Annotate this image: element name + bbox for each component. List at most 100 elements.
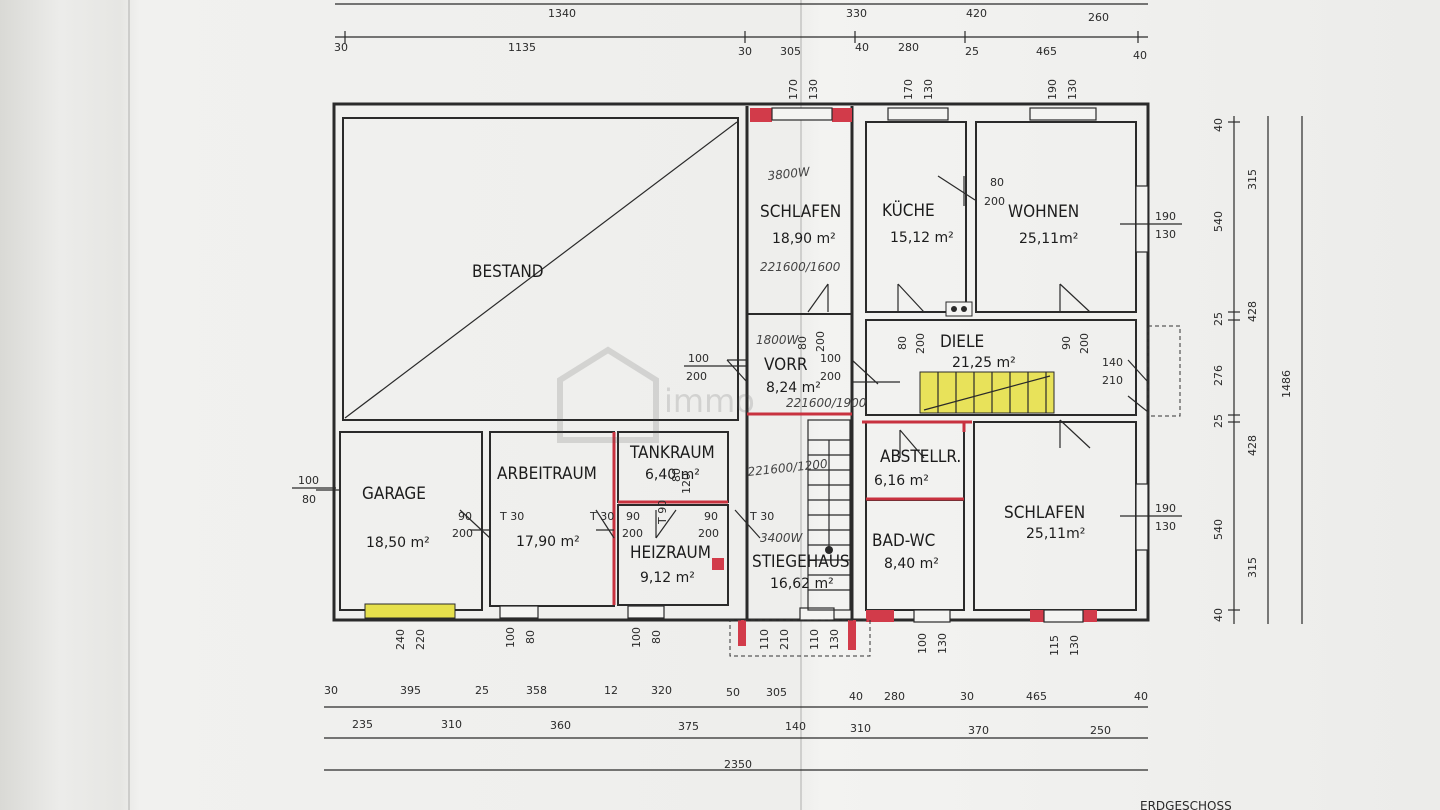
room-label-abstellr: ABSTELLR.: [880, 447, 961, 467]
dim-text: 420: [966, 7, 987, 20]
dim-text: 428: [1246, 301, 1259, 322]
dim-text: 40: [1134, 690, 1148, 703]
window-label: 100: [504, 627, 517, 648]
window-label: 190: [1046, 79, 1059, 100]
room-label-diele: DIELE: [940, 332, 984, 352]
door-swings: [316, 175, 1149, 539]
dim-text: 375: [678, 720, 699, 733]
room-area-garage: 18,50 m²: [366, 535, 430, 551]
dim-text: 540: [1212, 211, 1225, 232]
door-label: 200: [820, 370, 841, 383]
dim-text: 1340: [548, 7, 576, 20]
door-label: 100: [688, 352, 709, 365]
window-label: 130: [807, 79, 820, 100]
chimney-marks: [945, 301, 973, 317]
dim-text: 25: [475, 684, 489, 697]
window-label: 130: [1066, 79, 1079, 100]
door-label: 90: [704, 510, 718, 523]
door-label: 200: [914, 333, 927, 354]
dim-text: 260: [1088, 11, 1109, 24]
dim-text: 310: [441, 718, 462, 731]
door-label: 100: [820, 352, 841, 365]
room-label-stiegehaus: STIEGEHAUS: [752, 552, 850, 572]
door-label: 200: [452, 527, 473, 540]
dim-text: 315: [1246, 169, 1259, 190]
window-label: 130: [1068, 635, 1081, 656]
door-label: 140: [1102, 356, 1123, 369]
dim-text: 2350: [724, 758, 752, 771]
red-wall-marks: [612, 108, 1097, 650]
dim-text: 330: [846, 7, 867, 20]
dim-text: 310: [850, 722, 871, 735]
door-label: 200: [814, 331, 827, 352]
pencil-note: 221600/1600: [760, 260, 841, 274]
window-label: 190: [1155, 210, 1176, 223]
door-label: T 90: [656, 500, 669, 525]
room-label-schlafen-2: SCHLAFEN: [1004, 503, 1085, 523]
dim-text: 30: [334, 41, 348, 54]
room-label-kueche: KÜCHE: [882, 199, 935, 221]
dim-text: 30: [738, 45, 752, 58]
dim-text: 428: [1246, 435, 1259, 456]
room-area-abstellr: 6,16 m²: [874, 473, 929, 489]
room-area-wohnen: 25,11m²: [1019, 231, 1078, 247]
watermark-text: immo: [664, 382, 755, 420]
door-label: 80: [896, 336, 909, 350]
window-label: 170: [902, 79, 915, 100]
watermark: immo: [557, 346, 755, 443]
dim-text: 30: [960, 690, 974, 703]
room-labels: SCHLAFEN 18,90 m² KÜCHE 15,12 m² WOHNEN …: [362, 199, 1085, 592]
room-label-garage: GARAGE: [362, 484, 426, 504]
right-dimension-lines: 40 540 25 276 25 540 40 315 428 428 315 …: [1212, 116, 1303, 624]
dim-text: 25: [1212, 312, 1225, 326]
room-area-stiegehaus: 16,62 m²: [770, 576, 834, 592]
dim-text: 540: [1212, 519, 1225, 540]
dim-text: 40: [1212, 118, 1225, 132]
dim-text: 25: [965, 45, 979, 58]
dim-text: 40: [849, 690, 863, 703]
dim-text: 30: [324, 684, 338, 697]
window-label: 220: [414, 629, 427, 650]
room-area-diele: 21,25 m²: [952, 355, 1016, 371]
room-label-schlafen: SCHLAFEN: [760, 202, 841, 222]
dim-text: 140: [785, 720, 806, 733]
dim-text: 280: [884, 690, 905, 703]
dim-text: 280: [898, 41, 919, 54]
door-label: T 30: [749, 510, 774, 523]
window-label: 240: [394, 629, 407, 650]
dim-text: 370: [968, 724, 989, 737]
dim-text: 465: [1026, 690, 1047, 703]
room-area-bad-wc: 8,40 m²: [884, 556, 939, 572]
window-label: 80: [650, 630, 663, 644]
room-label-wohnen: WOHNEN: [1008, 202, 1079, 222]
room-area-schlafen-2: 25,11m²: [1026, 526, 1085, 542]
room-label-vorr: VORR: [764, 355, 808, 375]
door-label: T 30: [499, 510, 524, 523]
dim-text: 1135: [508, 41, 536, 54]
door-label: 200: [1078, 333, 1091, 354]
door-label: 80: [990, 176, 1004, 189]
door-labels: 80 200 80 200 90 200 80 200 100 200 100 …: [292, 176, 1123, 540]
door-label: 200: [698, 527, 719, 540]
window-label: 130: [936, 633, 949, 654]
pencil-note: 3400W: [760, 531, 804, 545]
windows: [499, 107, 1149, 623]
window-label: 130: [922, 79, 935, 100]
door-label: 200: [686, 370, 707, 383]
dim-text: 395: [400, 684, 421, 697]
door-label: 80: [670, 468, 683, 482]
dim-text: 276: [1212, 365, 1225, 386]
room-area-tankraum: 6,40 m²: [645, 467, 700, 483]
door-label: T 30: [589, 510, 614, 523]
dim-text: 465: [1036, 45, 1057, 58]
window-label: 100: [630, 627, 643, 648]
window-label: 210: [778, 629, 791, 650]
bottom-window-labels: 240 220 100 80 100 80 110 210 110 130 10…: [394, 627, 1081, 656]
door-label: 90: [458, 510, 472, 523]
door-label: 200: [984, 195, 1005, 208]
dim-text: 358: [526, 684, 547, 697]
room-area-vorr: 8,24 m²: [766, 380, 821, 396]
dim-text: 40: [1212, 608, 1225, 622]
outer-walls: [332, 102, 1150, 622]
window-label: 110: [808, 629, 821, 650]
